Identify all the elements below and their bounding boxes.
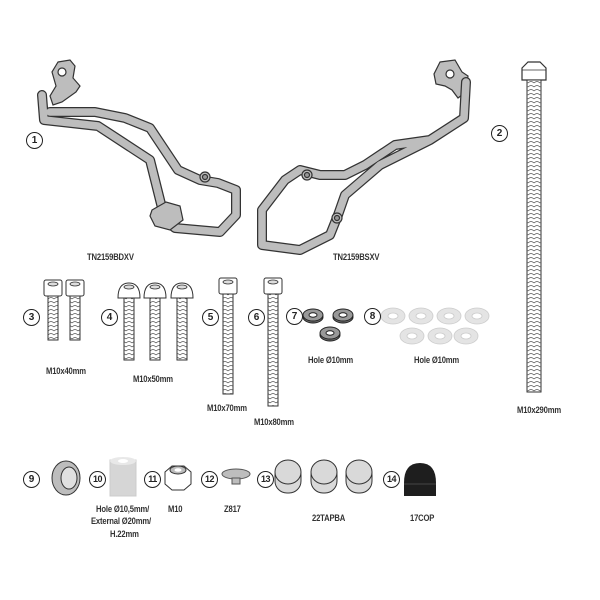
part-label-5: M10x70mm bbox=[207, 403, 247, 413]
part-label-2: M10x290mm bbox=[517, 405, 561, 415]
part-number-3: 3 bbox=[23, 309, 40, 326]
part-label-1-right: TN2159BSXV bbox=[333, 252, 380, 262]
part-number-9: 9 bbox=[23, 471, 40, 488]
part-number-1: 1 bbox=[26, 132, 43, 149]
part-number-12: 12 bbox=[201, 471, 218, 488]
part-label-14: 17COP bbox=[410, 513, 435, 523]
part-label-1: TN2159BDXV bbox=[87, 252, 134, 262]
part-number-11: 11 bbox=[144, 471, 161, 488]
part-number-13: 13 bbox=[257, 471, 274, 488]
part-number-7: 7 bbox=[286, 308, 303, 325]
part-number-2: 2 bbox=[491, 125, 508, 142]
part-number-6: 6 bbox=[248, 309, 265, 326]
part-label-12: Z817 bbox=[224, 504, 241, 514]
part-label-10-line-3: H.22mm bbox=[110, 529, 139, 539]
part-label-7: Hole Ø10mm bbox=[308, 355, 354, 365]
part-label-4: M10x50mm bbox=[133, 374, 173, 384]
part-label-10-line-1: Hole Ø10,5mm/ bbox=[96, 504, 150, 514]
part-label-6: M10x80mm bbox=[254, 417, 294, 427]
part-label-10-line-2: External Ø20mm/ bbox=[91, 516, 151, 526]
part-number-8: 8 bbox=[364, 308, 381, 325]
part-label-3: M10x40mm bbox=[46, 366, 86, 376]
part-number-4: 4 bbox=[101, 309, 118, 326]
part-number-5: 5 bbox=[202, 309, 219, 326]
part-number-14: 14 bbox=[383, 471, 400, 488]
part-label-13: 22TAPBA bbox=[312, 513, 346, 523]
part-label-8: Hole Ø10mm bbox=[414, 355, 460, 365]
part-number-10: 10 bbox=[89, 471, 106, 488]
part-label-11: M10 bbox=[168, 504, 183, 514]
